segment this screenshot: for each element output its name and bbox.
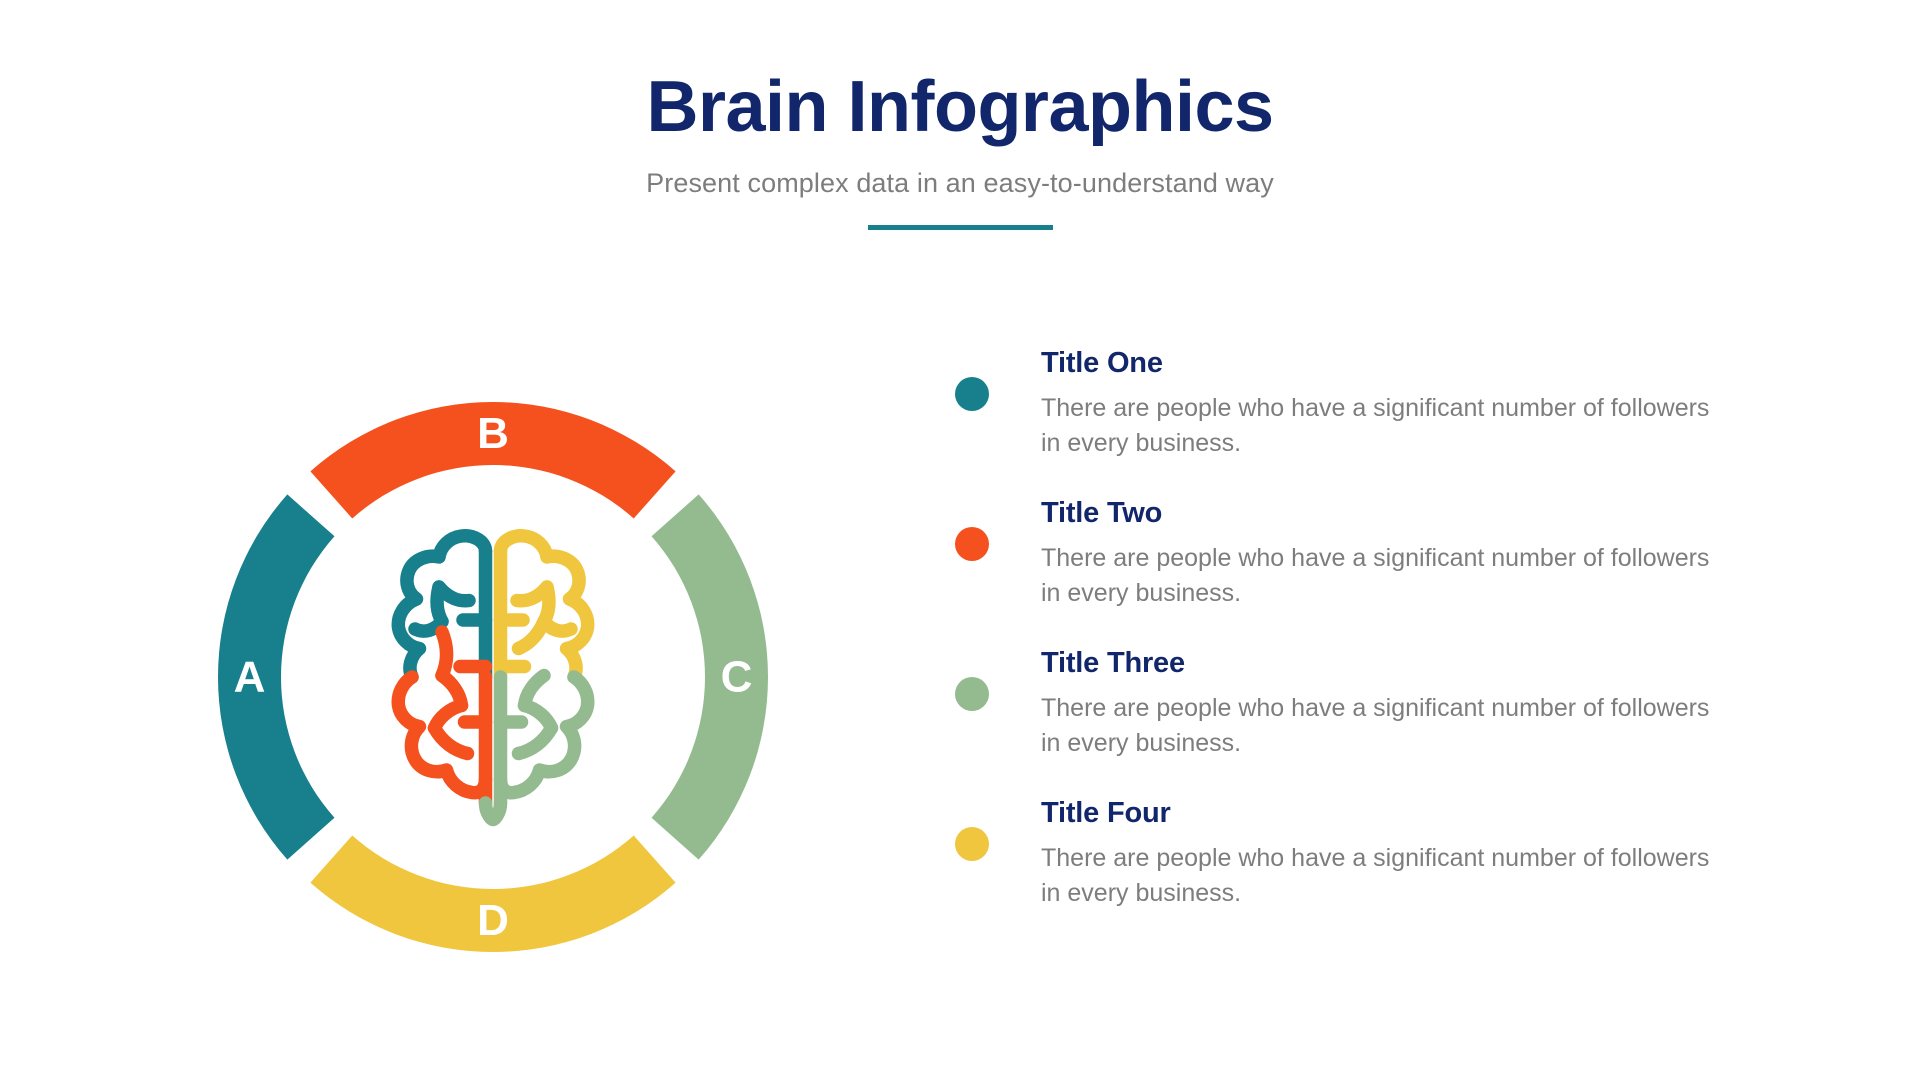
legend-item-title: Title Two <box>1041 497 1163 529</box>
legend-item-body: There are people who have a significant … <box>1041 394 1710 457</box>
legend-item-body: There are people who have a significant … <box>1041 844 1710 907</box>
donut-label-group: A B C D <box>234 409 753 945</box>
brain-quadrant-bottom-right <box>493 668 595 810</box>
legend-bullet-icon <box>955 377 989 411</box>
legend-item-body: There are people who have a significant … <box>1041 544 1710 607</box>
page-subtitle: Present complex data in an easy-to-under… <box>646 167 1274 198</box>
legend-item-title: Title One <box>1041 347 1163 379</box>
legend-bullet-icon <box>955 527 989 561</box>
donut-label-d: D <box>477 896 509 945</box>
brain-quadrant-top-right <box>493 529 595 684</box>
legend-item-body: There are people who have a significant … <box>1041 694 1710 757</box>
legend-bullet-wrap <box>955 645 1041 711</box>
donut-segment-group <box>218 402 769 953</box>
donut-label-a: A <box>234 653 266 702</box>
donut-label-b: B <box>477 409 509 458</box>
brain-icon-svg <box>391 529 595 827</box>
legend-bullet-wrap <box>955 795 1041 861</box>
donut-segment-b[interactable] <box>310 402 676 519</box>
brain-quadrant-bottom-left <box>391 625 493 810</box>
legend-item-title: Title Four <box>1041 797 1171 829</box>
brain-quadrant-top-left <box>391 529 493 684</box>
page-title: Brain Infographics <box>646 67 1274 147</box>
brain-stem <box>478 796 508 827</box>
legend-bullet-wrap <box>955 495 1041 561</box>
donut-segment-c[interactable] <box>651 494 769 860</box>
brain-icon <box>343 527 643 827</box>
donut-segment-d[interactable] <box>310 835 676 953</box>
donut-label-c: C <box>721 653 753 702</box>
slide-header: Brain Infographics Present complex data … <box>0 67 1920 230</box>
donut-segment-a[interactable] <box>218 494 335 860</box>
donut-chart: A B C D <box>148 332 838 1022</box>
legend-bullet-icon <box>955 677 989 711</box>
donut-chart-svg: A B C D <box>218 402 769 953</box>
legend-bullet-icon <box>955 827 989 861</box>
legend-bullet-wrap <box>955 345 1041 411</box>
legend-item-title: Title Three <box>1041 647 1185 679</box>
header-divider <box>867 224 1053 230</box>
